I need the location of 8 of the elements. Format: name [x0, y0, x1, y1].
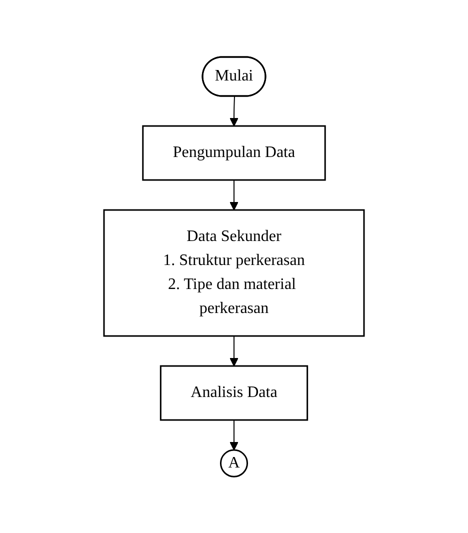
- node-circle: A: [220, 448, 248, 478]
- node-box: Pengumpulan Data: [142, 124, 326, 180]
- arrow: [230, 335, 238, 366]
- node-box: Analisis Data: [160, 364, 308, 420]
- arrow: [230, 179, 238, 210]
- arrow: [230, 96, 238, 126]
- arrow: [230, 419, 238, 450]
- node-box: Data Sekunder 1. Struktur perkerasan 2. Tipe dan material perkerasan: [103, 208, 365, 336]
